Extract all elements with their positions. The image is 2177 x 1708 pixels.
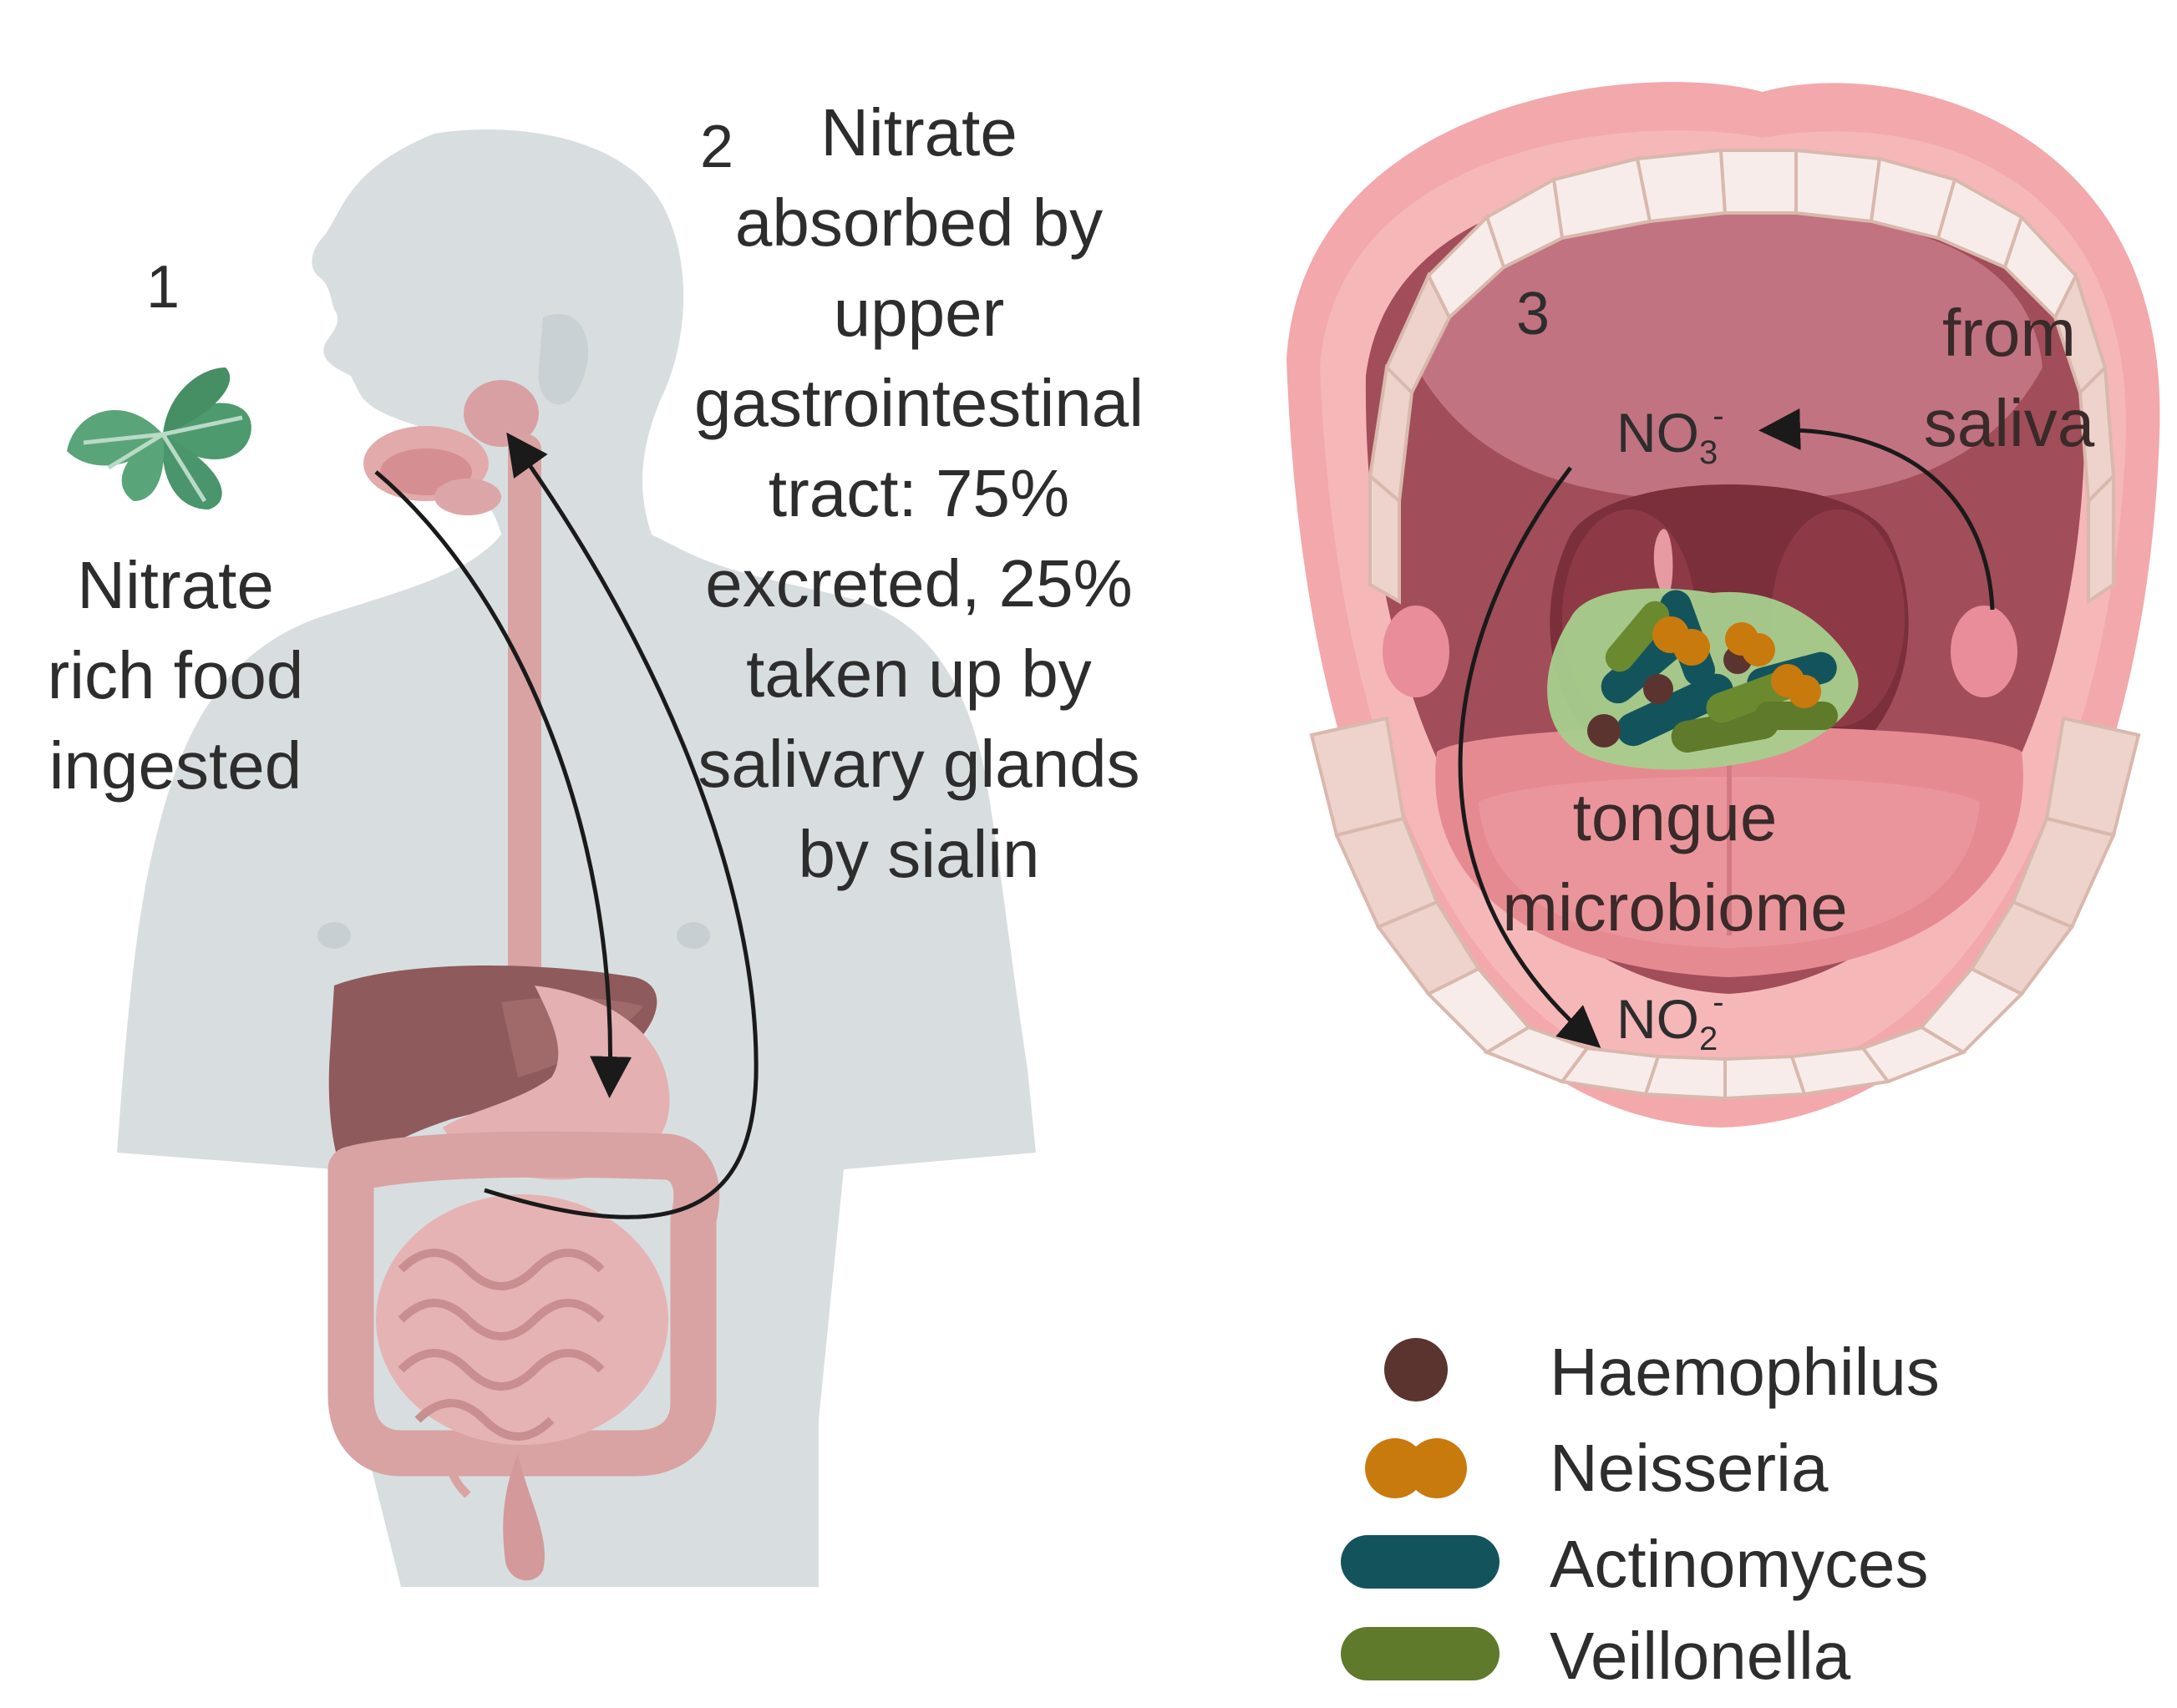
step-1-line: Nitrate xyxy=(77,548,274,622)
step-2-description: Nitrate absorbed by upper gastrointestin… xyxy=(660,88,1178,900)
step-2-line: Nitrate xyxy=(820,95,1017,170)
from-saliva-line: from xyxy=(1942,296,2076,370)
formula-subscript: 3 xyxy=(1699,434,1718,471)
arrow-saliva-to-nitrate xyxy=(1758,408,1995,611)
tongue-microbiome-line: microbiome xyxy=(1502,870,1848,945)
formula-subscript: 2 xyxy=(1699,1021,1718,1057)
formula-superscript: - xyxy=(1713,984,1724,1021)
formula-base: NO xyxy=(1616,988,1699,1050)
legend-label: Veillonella xyxy=(1550,1619,1851,1693)
step-2-number: 2 xyxy=(700,114,734,180)
step-2-line: salivary glands xyxy=(698,727,1140,801)
legend-label: Actinomyces xyxy=(1550,1527,1929,1601)
step-1-line: ingested xyxy=(48,728,302,803)
arrow-mouth-to-stomach xyxy=(374,470,632,1098)
step-3-number: 3 xyxy=(1516,281,1550,347)
arrow-gut-to-salivary-gland xyxy=(484,432,759,1219)
round-coccus-icon xyxy=(1384,1338,1448,1401)
nitrite-formula: NO2- xyxy=(1616,986,1724,1056)
step-2-line: upper xyxy=(833,276,1005,350)
step-2-line: absorbed by xyxy=(734,185,1104,260)
legend-item-actinomyces: Actinomyces xyxy=(1328,1516,2080,1608)
from-saliva-line: saliva xyxy=(1923,386,2095,460)
legend-item-veillonella: Veillonella xyxy=(1328,1608,2080,1700)
step-2-line: excreted, 25% xyxy=(705,546,1133,621)
legend-label: Haemophilus xyxy=(1550,1335,1940,1409)
leafy-vegetable-icon xyxy=(67,367,251,509)
tongue-microbiome-line: tongue xyxy=(1572,780,1778,854)
open-mouth-illustration xyxy=(1286,82,2160,1128)
tongue-microbiome-label: tongue microbiome xyxy=(1479,773,1871,953)
bacteria-cluster xyxy=(1587,590,1838,753)
step-1-description: Nitrate rich food ingested xyxy=(25,540,326,811)
digestive-tract xyxy=(327,380,720,1581)
arrow-nitrate-to-nitrite xyxy=(1458,466,1601,1048)
legend-item-haemophilus: Haemophilus xyxy=(1328,1324,2080,1416)
step-2-line: by sialin xyxy=(798,817,1040,891)
rod-icon xyxy=(1341,1627,1500,1680)
legend-item-neisseria: Neisseria xyxy=(1328,1420,2080,1512)
step-1-line: rich food xyxy=(47,638,304,712)
nitrate-formula: NO3- xyxy=(1616,399,1724,469)
rod-icon xyxy=(1341,1535,1500,1589)
step-2-line: taken up by xyxy=(746,636,1092,711)
from-saliva-label: from saliva xyxy=(1913,288,2105,469)
legend-label: Neisseria xyxy=(1550,1431,1829,1505)
formula-superscript: - xyxy=(1713,398,1724,434)
step-2-line: gastrointestinal xyxy=(693,366,1144,440)
step-1-number: 1 xyxy=(146,254,180,321)
step-2-line: tract: 75% xyxy=(768,456,1070,530)
formula-base: NO xyxy=(1616,402,1699,464)
diplococcus-icon xyxy=(1365,1438,1467,1498)
